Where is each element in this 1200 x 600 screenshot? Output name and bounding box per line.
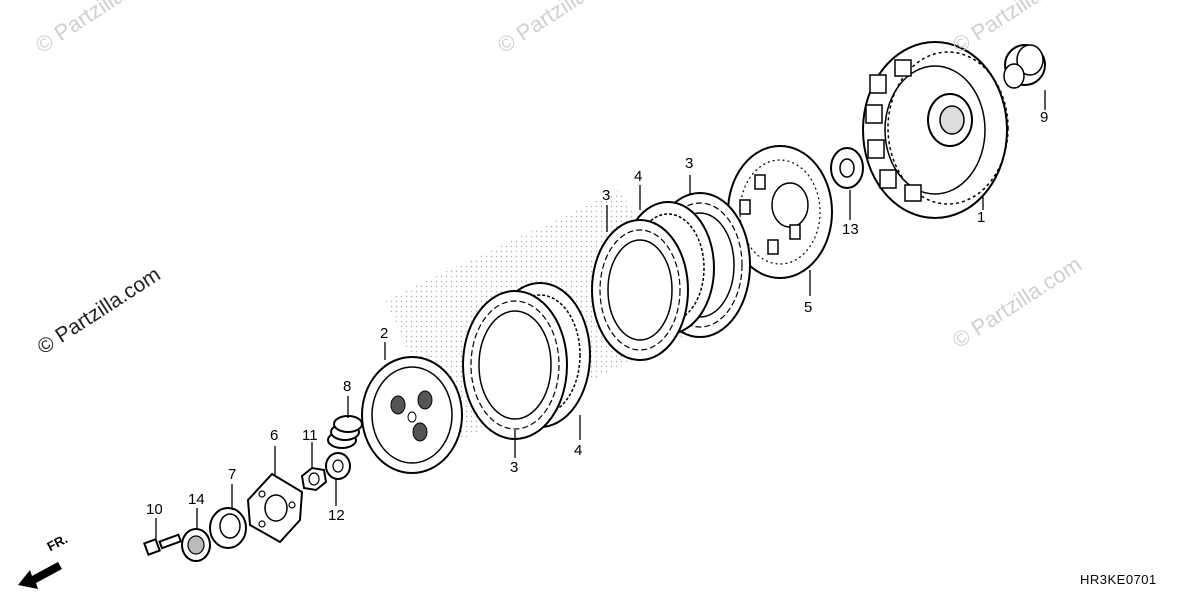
clutch-spring-part[interactable] — [327, 415, 363, 449]
bearing-cap-part[interactable] — [209, 507, 247, 549]
collar-part[interactable] — [1003, 44, 1046, 89]
callout-9[interactable]: 9 — [1040, 109, 1049, 126]
clutch-center-part[interactable] — [361, 356, 463, 474]
friction-disc-middle-part[interactable] — [591, 219, 689, 361]
friction-disc-lower-part[interactable] — [462, 290, 568, 440]
callout-10[interactable]: 10 — [146, 501, 163, 518]
callout-7[interactable]: 7 — [228, 466, 237, 483]
front-direction-arrow-icon — [18, 562, 62, 589]
callout-3-upper[interactable]: 3 — [685, 155, 694, 172]
lifter-plate-part[interactable] — [246, 472, 304, 544]
callout-2[interactable]: 2 — [380, 325, 389, 342]
callout-11[interactable]: 11 — [302, 427, 318, 444]
callout-13[interactable]: 13 — [842, 221, 859, 238]
callout-3-lower[interactable]: 3 — [510, 459, 519, 476]
callout-12[interactable]: 12 — [328, 507, 345, 524]
leader-lines — [155, 90, 1046, 540]
lock-nut-part[interactable] — [300, 466, 328, 492]
pressure-plate-part[interactable] — [727, 145, 833, 279]
washer-part[interactable] — [325, 452, 351, 480]
thrust-washer-part[interactable] — [830, 147, 864, 189]
clutch-outer-part[interactable] — [862, 41, 1009, 219]
ball-bearing-part[interactable] — [181, 528, 211, 562]
callout-4-lower[interactable]: 4 — [574, 442, 583, 459]
callout-8[interactable]: 8 — [343, 378, 352, 395]
callout-1[interactable]: 1 — [977, 209, 986, 226]
callout-6[interactable]: 6 — [270, 427, 279, 444]
callout-3-middle[interactable]: 3 — [602, 187, 611, 204]
flange-bolt-part[interactable] — [143, 533, 183, 556]
callout-5[interactable]: 5 — [804, 299, 813, 316]
callout-4-upper[interactable]: 4 — [634, 168, 643, 185]
callout-14[interactable]: 14 — [188, 491, 205, 508]
diagram-code: HR3KE0701 — [1080, 572, 1157, 587]
